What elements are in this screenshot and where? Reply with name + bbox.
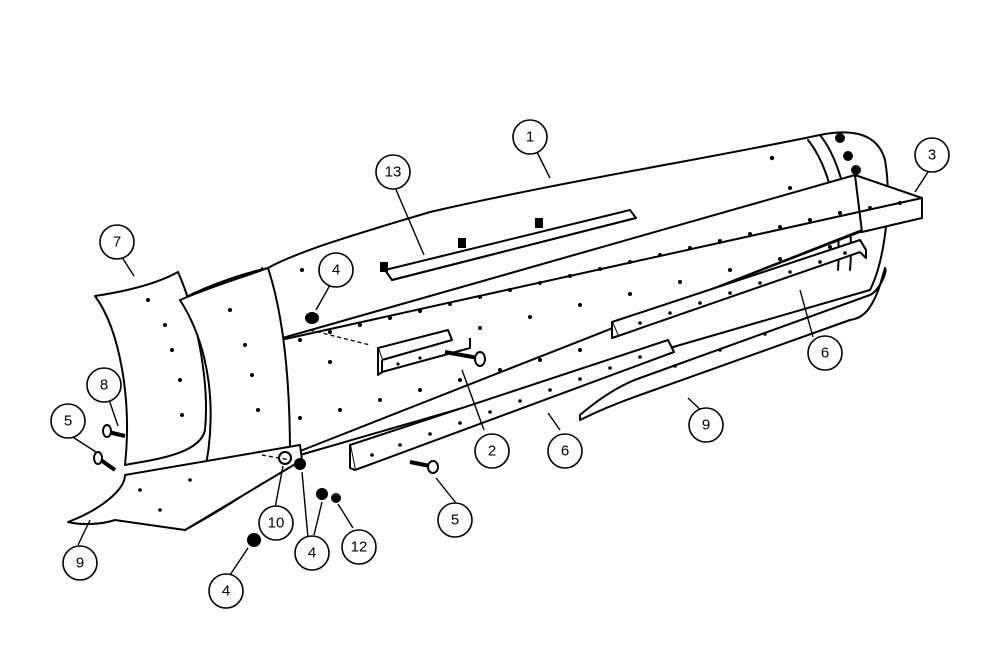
callout-10-label: 10: [268, 515, 285, 532]
end-plate-outer: [94, 271, 207, 466]
callout-5-lower-label: 5: [451, 512, 459, 529]
callout-9-right-label: 9: [702, 417, 710, 434]
callout-4-lower: 4: [208, 573, 244, 609]
callout-8: 8: [86, 367, 122, 403]
callout-6-center: 6: [547, 433, 583, 469]
callout-2: 2: [474, 433, 510, 469]
callout-2-label: 2: [488, 443, 496, 460]
callout-5-lower: 5: [437, 502, 473, 538]
callout-13: 13: [375, 154, 411, 190]
callout-8-label: 8: [100, 377, 108, 394]
callout-4-upper: 4: [318, 252, 354, 288]
callout-4-middle: 4: [294, 535, 330, 571]
callout-10: 10: [258, 505, 294, 541]
callout-1: 1: [512, 119, 548, 155]
callout-4-lower-label: 4: [222, 583, 230, 600]
callout-1-label: 1: [526, 129, 534, 146]
callout-3: 3: [914, 137, 950, 173]
callout-9-left-label: 9: [76, 555, 84, 572]
cutting-edge-left: [67, 444, 303, 531]
callout-7-label: 7: [113, 234, 121, 251]
studs: [380, 218, 543, 272]
hole-row-bottom: [298, 348, 582, 420]
reinforcement-bar-upper: [611, 239, 867, 339]
reinforcement-bar-lower: [349, 339, 675, 471]
bracket-bar: [377, 329, 471, 376]
callout-5-left: 5: [50, 403, 86, 439]
callout-6-center-label: 6: [561, 443, 569, 460]
callout-4-upper-label: 4: [332, 262, 340, 279]
callout-9-right: 9: [688, 407, 724, 443]
callout-7: 7: [99, 224, 135, 260]
callout-12: 12: [341, 529, 377, 565]
cutting-edge-right: [579, 267, 887, 421]
callout-5-left-label: 5: [64, 413, 72, 430]
callout-12-label: 12: [351, 539, 368, 556]
leader-lines: [67, 149, 929, 576]
callout-6-right-label: 6: [821, 345, 829, 362]
top-angle-bar: [380, 209, 637, 281]
hardware: [93, 133, 861, 547]
callout-13-label: 13: [385, 164, 402, 181]
callout-9-left: 9: [62, 545, 98, 581]
callout-3-label: 3: [928, 147, 936, 164]
callout-6-right: 6: [807, 335, 843, 371]
callout-4-middle-label: 4: [308, 545, 316, 562]
hole-row-top: [298, 201, 902, 342]
